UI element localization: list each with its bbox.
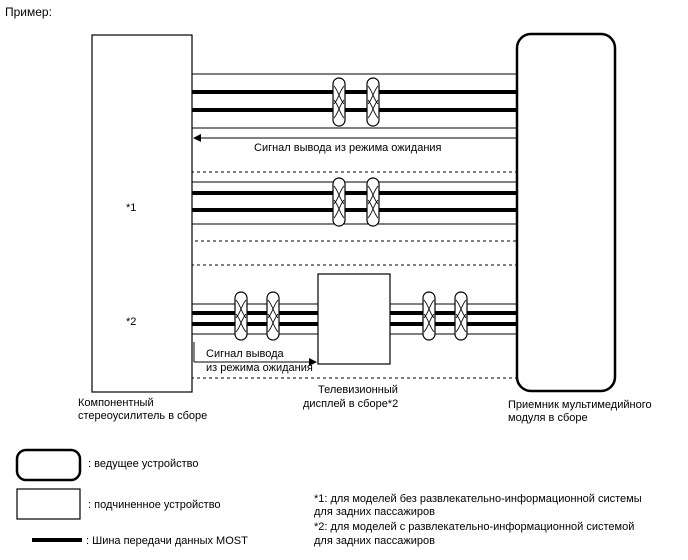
receiver-box	[515, 32, 617, 393]
legend-bus-label: : Шина передачи данных MOST	[86, 535, 248, 547]
signal-label: Сигнал вывода из режима ожидания	[254, 142, 442, 154]
twisted-pair-icon	[234, 291, 248, 341]
receiver-label: модуля в сборе	[508, 412, 588, 424]
page-heading: Пример:	[5, 5, 52, 19]
legend-slave-symbol	[16, 488, 81, 520]
tv-display-label: Телевизионный	[318, 384, 398, 396]
amplifier-label: стереоусилитель в сборе	[78, 410, 207, 422]
mark-2: *2	[126, 316, 136, 328]
signal-label: Сигнал вывода	[206, 348, 285, 360]
twisted-pair-icon	[366, 177, 380, 227]
amplifier-label: Компонентный	[78, 397, 154, 409]
twisted-pair-icon	[422, 291, 436, 341]
footnote-1: *1: для моделей без развлекательно-инфор…	[314, 493, 642, 505]
receiver-label: Приемник мультимедийного	[508, 399, 652, 411]
region-2	[154, 264, 554, 379]
twisted-pair-icon	[266, 291, 280, 341]
mark-1: *1	[126, 202, 136, 214]
footnote-2: *2: для моделей с развлекательно-информа…	[314, 521, 634, 533]
footnote-1: для задних пассажиров	[314, 506, 435, 518]
footnote-2: для задних пассажиров	[314, 535, 435, 547]
legend-master-symbol	[15, 448, 82, 482]
legend-master-label: : ведущее устройство	[88, 458, 199, 470]
twisted-pair-icon	[332, 77, 346, 127]
signal-label: из режима ожидания	[206, 362, 313, 374]
amplifier-box	[91, 34, 193, 393]
twisted-pair-icon	[454, 291, 468, 341]
twisted-pair-icon	[366, 77, 380, 127]
tv-display-box	[317, 273, 391, 365]
tv-display-label: дисплей в сборе*2	[303, 398, 398, 410]
twisted-pair-icon	[332, 177, 346, 227]
legend-slave-label: : подчиненное устройство	[88, 499, 221, 511]
